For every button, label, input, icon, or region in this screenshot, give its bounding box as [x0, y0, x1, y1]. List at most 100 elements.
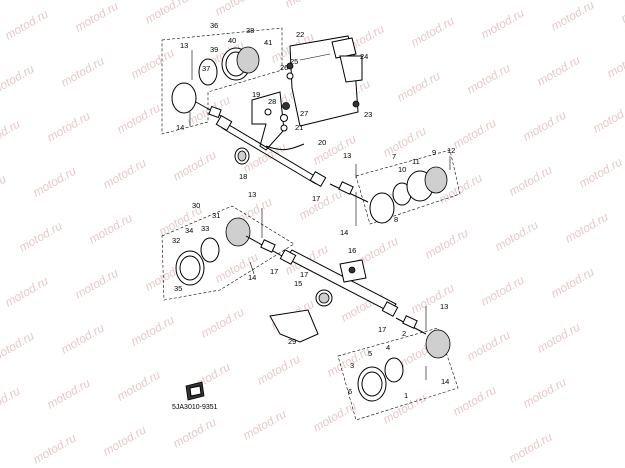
- callout-17: 17: [300, 270, 308, 279]
- damper-17c: [279, 249, 297, 265]
- callout-7: 7: [392, 152, 396, 161]
- callout-9: 9: [432, 148, 436, 157]
- figure-code: 5JA3010-9351: [172, 404, 218, 411]
- callout-40: 40: [228, 36, 236, 45]
- watermark-text: motod.ru: [479, 6, 527, 42]
- watermark-text: motod.ru: [241, 407, 289, 443]
- nut-26: [286, 72, 294, 80]
- stem-upper: [223, 121, 319, 179]
- callout-14: 14: [176, 123, 184, 132]
- watermark-text: motod.ru: [283, 0, 331, 11]
- callout-14: 14: [441, 377, 449, 386]
- watermark-text: motod.ru: [591, 100, 625, 136]
- signal-left: [175, 208, 283, 286]
- watermark-text: motod.ru: [563, 210, 611, 246]
- cover-29: [269, 309, 319, 343]
- callout-34: 34: [185, 226, 193, 235]
- nut-23: [352, 100, 360, 108]
- callout-38: 38: [246, 26, 254, 35]
- callout-8: 8: [394, 215, 398, 224]
- watermark-text: motod.ru: [213, 0, 261, 19]
- callout-17: 17: [378, 325, 386, 334]
- frame-lower-right-signal: [337, 327, 459, 421]
- callout-17: 17: [270, 267, 278, 276]
- callout-27: 27: [300, 109, 308, 118]
- callout-12: 12: [447, 146, 455, 155]
- watermark-text: motod.ru: [73, 0, 121, 35]
- watermark-text: motod.ru: [31, 431, 79, 467]
- watermark-text: motod.ru: [493, 218, 541, 254]
- watermark-text: motod.ru: [465, 61, 513, 97]
- callout-20: 20: [318, 138, 326, 147]
- watermark-text: motod.ru: [115, 368, 163, 404]
- signal-right: [329, 156, 451, 226]
- watermark-text: motod.ru: [521, 375, 569, 411]
- watermark-text: motod.ru: [507, 163, 555, 199]
- callout-30: 30: [192, 201, 200, 210]
- callout-36: 36: [210, 21, 218, 30]
- watermark-text: motod.ru: [381, 124, 429, 160]
- holder-16: [339, 259, 367, 283]
- callout-15: 15: [294, 279, 302, 288]
- bolt-21: [280, 124, 288, 132]
- watermark-text: motod.ru: [0, 62, 37, 98]
- callout-18: 18: [239, 172, 247, 181]
- doc-icon: [185, 381, 205, 401]
- callout-10: 10: [398, 165, 406, 174]
- callout-layer: 1234567891011121314151617181920212223242…: [172, 21, 455, 400]
- watermark-text: motod.ru: [45, 109, 93, 145]
- callout-4: 4: [386, 343, 390, 352]
- frame-right-signal: [355, 149, 461, 225]
- callout-11: 11: [412, 157, 420, 166]
- callout-13: 13: [248, 190, 256, 199]
- watermark-text: motod.ru: [549, 0, 597, 34]
- callout-35: 35: [174, 284, 182, 293]
- watermark-text: motod.ru: [451, 116, 499, 152]
- watermark-text: motod.ru: [101, 156, 149, 192]
- callout-26: 26: [280, 63, 288, 72]
- callout-22: 22: [296, 30, 304, 39]
- watermark-text: motod.ru: [535, 53, 583, 89]
- callout-13: 13: [440, 302, 448, 311]
- watermark-text: motod.ru: [395, 69, 443, 105]
- collar-18b: [315, 289, 333, 307]
- watermark-text: motod.ru: [479, 273, 527, 309]
- signal-upper-left: [171, 46, 260, 126]
- watermark-text: motod.ru: [45, 376, 93, 412]
- callout-41: 41: [264, 38, 272, 47]
- watermark-text: motod.ru: [409, 14, 457, 50]
- watermark-text: motod.ru: [255, 352, 303, 388]
- callout-16: 16: [348, 246, 356, 255]
- watermark-text: motod.ru: [0, 117, 23, 153]
- signal-lower-right: [357, 306, 451, 402]
- callout-21: 21: [295, 123, 303, 132]
- watermark-text: motod.ru: [73, 266, 121, 302]
- callout-6: 6: [348, 387, 352, 396]
- callout-5: 5: [368, 349, 372, 358]
- watermark-text: motod.ru: [171, 148, 219, 184]
- nut-25: [286, 62, 294, 70]
- frame-upper-left-signal: [161, 27, 283, 135]
- callout-32: 32: [172, 236, 180, 245]
- callout-33: 33: [201, 224, 209, 233]
- watermark-text: motod.ru: [115, 101, 163, 137]
- watermark-text: motod.ru: [0, 384, 23, 420]
- callout-3: 3: [350, 361, 354, 370]
- callout-19: 19: [252, 90, 260, 99]
- watermark-text: motod.ru: [17, 219, 65, 255]
- damper-17b: [309, 170, 327, 188]
- collar-18: [234, 147, 250, 165]
- watermark-text: motod.ru: [409, 281, 457, 317]
- watermark-text: motod.ru: [549, 265, 597, 301]
- watermark-text: motod.ru: [3, 274, 51, 310]
- wire-20: [265, 143, 305, 151]
- watermark-text: motod.ru: [577, 155, 625, 191]
- watermark-text: motod.ru: [101, 423, 149, 459]
- watermark-text: motod.ru: [465, 328, 513, 364]
- callout-24: 24: [360, 52, 368, 61]
- callout-28: 28: [268, 97, 276, 106]
- watermark-text: motod.ru: [143, 0, 191, 27]
- watermark-text: motod.ru: [171, 415, 219, 451]
- watermark-text: motod.ru: [535, 320, 583, 356]
- watermark-text: motod.ru: [129, 313, 177, 349]
